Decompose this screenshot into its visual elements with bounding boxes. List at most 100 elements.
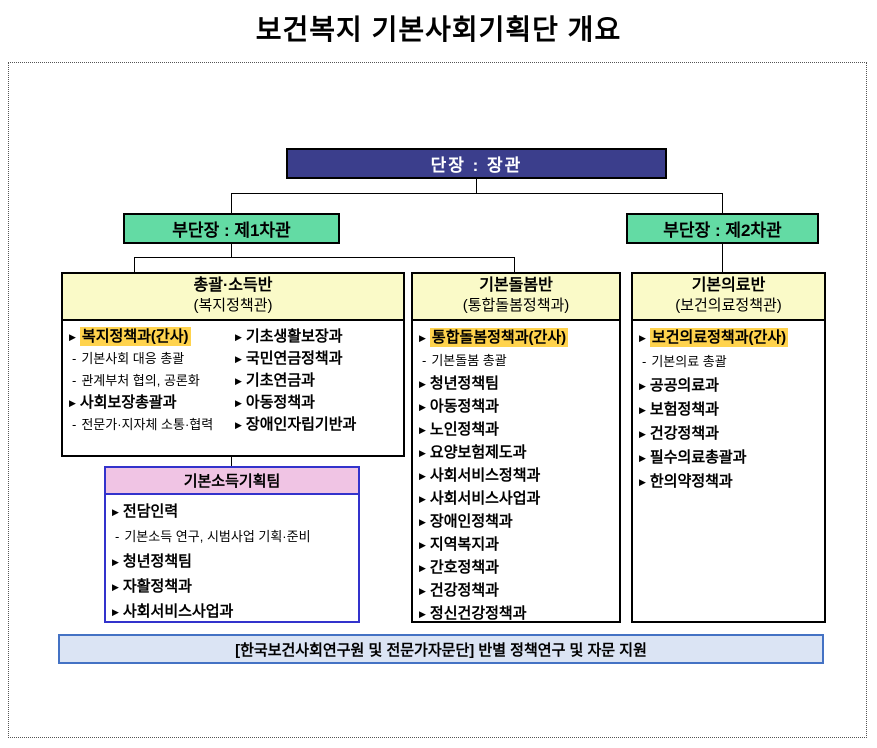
dept-item: ▶사회서비스정책과 — [419, 464, 615, 487]
division-title: 기본의료반 — [691, 277, 766, 294]
dept-label: 사회서비스정책과 — [429, 467, 541, 484]
dash-icon: - — [115, 529, 120, 544]
dept-label: 아동정책과 — [245, 394, 315, 411]
dept-label: 노인정책과 — [429, 421, 499, 438]
connector-deputy2-up — [722, 193, 723, 213]
dash-icon: - — [72, 417, 77, 432]
dept-note: -기본소득 연구, 시범사업 기획·준비 — [112, 524, 354, 549]
deputy1-box: 부단장 : 제1차관 — [123, 213, 340, 244]
dept-note: -관계부처 협의, 공론화 — [69, 370, 235, 392]
bullet-triangle-icon: ▶ — [419, 609, 426, 619]
division-title: 총괄·소득반 — [193, 277, 273, 294]
dept-item: ▶아동정책과 — [419, 395, 615, 418]
bullet-triangle-icon: ▶ — [112, 507, 119, 517]
division-general-income-body: ▶복지정책과(간사)-기본사회 대응 총괄-관계부처 협의, 공론화▶사회보장총… — [63, 321, 403, 455]
bullet-triangle-icon: ▶ — [235, 376, 242, 386]
dept-item: ▶사회서비스사업과 — [419, 487, 615, 510]
dept-label: 기초연금과 — [245, 372, 315, 389]
dept-label: 전담인력 — [122, 503, 179, 520]
dept-label: 장애인정책과 — [429, 513, 513, 530]
dept-label: 장애인자립기반과 — [245, 416, 357, 433]
dept-note: -기본돌봄 총괄 — [419, 349, 615, 372]
dept-label: 기초생활보장과 — [245, 328, 343, 345]
bullet-triangle-icon: ▶ — [419, 563, 426, 573]
dept-item: ▶건강정책과 — [639, 422, 820, 446]
bullet-triangle-icon: ▶ — [419, 494, 426, 504]
bullet-triangle-icon: ▶ — [235, 398, 242, 408]
dept-item: ▶전담인력 — [112, 499, 354, 524]
bullet-triangle-icon: ▶ — [639, 381, 646, 391]
dept-item: ▶청년정책팀 — [112, 549, 354, 574]
subteam-basic-income: 기본소득기획팀 ▶전담인력-기본소득 연구, 시범사업 기획·준비▶청년정책팀▶… — [104, 466, 360, 623]
bullet-triangle-icon: ▶ — [639, 429, 646, 439]
dept-note: -전문가·지자체 소통·협력 — [69, 414, 235, 436]
note-label: 기본사회 대응 총괄 — [81, 351, 185, 366]
bullet-triangle-icon: ▶ — [235, 332, 242, 342]
bullet-triangle-icon: ▶ — [419, 333, 426, 343]
dept-note: -기본의료 총괄 — [639, 350, 820, 374]
dept-label: 간호정책과 — [429, 559, 499, 576]
dept-item: ▶자활정책과 — [112, 574, 354, 599]
bullet-triangle-icon: ▶ — [419, 540, 426, 550]
connector-deputy1-down — [231, 244, 232, 257]
dept-label: 복지정책과(간사) — [79, 327, 191, 346]
dept-label: 필수의료총괄과 — [649, 449, 747, 466]
dept-list: ▶통합돌봄정책과(간사)-기본돌봄 총괄▶청년정책팀▶아동정책과▶노인정책과▶요… — [413, 321, 619, 625]
division-general-income-header: 총괄·소득반 (복지정책관) — [63, 274, 403, 321]
division-subtitle: (보건의료정책관) — [675, 297, 782, 314]
bullet-triangle-icon: ▶ — [112, 557, 119, 567]
bullet-triangle-icon: ▶ — [69, 332, 76, 342]
bullet-triangle-icon: ▶ — [419, 379, 426, 389]
dept-label: 건강정책과 — [429, 582, 499, 599]
note-label: 기본돌봄 총괄 — [431, 353, 507, 368]
dept-label: 통합돌봄정책과(간사) — [429, 328, 569, 347]
dept-label: 사회보장총괄과 — [79, 394, 177, 411]
division-basic-care: 기본돌봄반 (통합돌봄정책과) ▶통합돌봄정책과(간사)-기본돌봄 총괄▶청년정… — [411, 272, 621, 623]
dept-list: ▶기초생활보장과▶국민연금정책과▶기초연금과▶아동정책과▶장애인자립기반과 — [235, 326, 399, 455]
dept-item: ▶보험정책과 — [639, 398, 820, 422]
division-basic-medical-header: 기본의료반 (보건의료정책관) — [633, 274, 824, 321]
dept-label: 사회서비스사업과 — [429, 490, 541, 507]
connector-deputy2-down — [722, 244, 723, 272]
dept-item: ▶사회서비스사업과 — [112, 599, 354, 624]
dept-label: 요양보험제도과 — [429, 444, 527, 461]
dash-icon: - — [72, 351, 77, 366]
dept-item: ▶정신건강정책과 — [419, 602, 615, 625]
dept-label: 보건의료정책과(간사) — [649, 328, 789, 347]
footer-support-bar: [한국보건사회연구원 및 전문가자문단] 반별 정책연구 및 자문 지원 — [58, 634, 824, 664]
outer-frame: 단장 : 장관 부단장 : 제1차관 부단장 : 제2차관 총괄·소득반 (복지… — [8, 62, 867, 738]
division-title: 기본돌봄반 — [479, 277, 553, 294]
dept-label: 청년정책팀 — [122, 553, 192, 570]
bullet-triangle-icon: ▶ — [112, 607, 119, 617]
dept-label: 공공의료과 — [649, 377, 719, 394]
dept-label: 사회서비스사업과 — [122, 603, 234, 620]
dept-item: ▶통합돌봄정책과(간사) — [419, 326, 615, 349]
dept-item: ▶한의약정책과 — [639, 470, 820, 494]
dept-label: 아동정책과 — [429, 398, 499, 415]
subteam-title: 기본소득기획팀 — [106, 468, 358, 495]
dept-item: ▶복지정책과(간사) — [69, 326, 235, 348]
dept-item: ▶지역복지과 — [419, 533, 615, 556]
connector-division1-drop — [134, 257, 135, 272]
dept-label: 지역복지과 — [429, 536, 499, 553]
bullet-triangle-icon: ▶ — [112, 582, 119, 592]
dept-item: ▶기초생활보장과 — [235, 326, 399, 348]
connector-subteam-drop — [231, 457, 232, 466]
dash-icon: - — [642, 354, 647, 369]
dept-item: ▶국민연금정책과 — [235, 348, 399, 370]
dept-item: ▶간호정책과 — [419, 556, 615, 579]
dept-label: 국민연금정책과 — [245, 350, 343, 367]
dash-icon: - — [422, 353, 427, 368]
dept-item: ▶사회보장총괄과 — [69, 392, 235, 414]
dash-icon: - — [72, 373, 77, 388]
bullet-triangle-icon: ▶ — [419, 402, 426, 412]
page-title: 보건복지 기본사회기획단 개요 — [255, 14, 622, 45]
dept-label: 보험정책과 — [649, 401, 719, 418]
dept-item: ▶장애인자립기반과 — [235, 414, 399, 436]
dept-item: ▶노인정책과 — [419, 418, 615, 441]
connector-deputies-horizontal — [231, 193, 723, 194]
dept-item: ▶아동정책과 — [235, 392, 399, 414]
dept-label: 건강정책과 — [649, 425, 719, 442]
connector-deputy1-up — [231, 193, 232, 213]
